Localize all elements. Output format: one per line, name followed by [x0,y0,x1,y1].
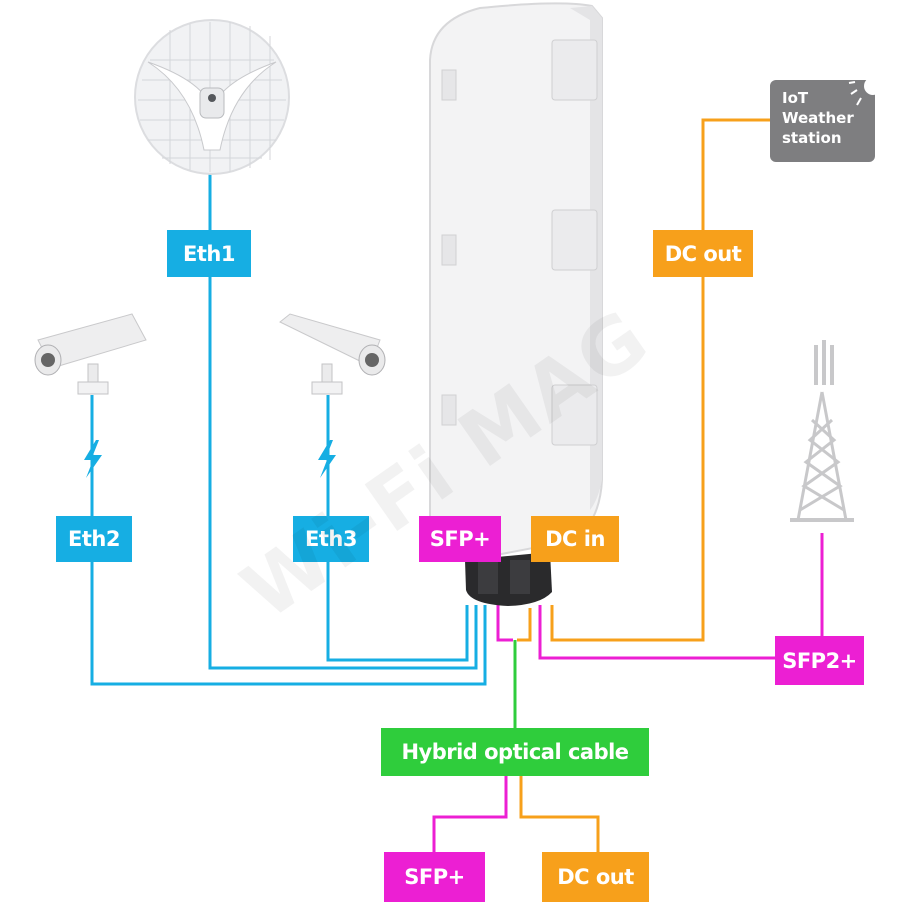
dc-out-bottom-line [519,775,600,852]
dc-out-bottom-label: DC out [542,852,649,902]
iot-line-3: station [782,129,842,147]
sfp-bottom-label: SFP+ [384,852,485,902]
camera-icon-left [34,313,147,395]
sfp-bottom-line [432,775,508,852]
iot-line-2: Weather [782,109,854,127]
dc-in-to-hybrid-line [517,608,532,642]
dish-antenna-icon [134,19,290,175]
sfp2-to-device-line [538,605,776,660]
dc-lines [517,118,770,852]
eth1-line [208,172,478,670]
sfp-lines [432,533,824,852]
dc-out-top-line [550,118,770,642]
sfp-device-line [496,605,513,642]
dc-in-label: DC in [531,516,619,562]
eth2-label: Eth2 [56,516,132,562]
sun-icon [848,80,875,106]
camera-icon-right [279,313,386,395]
cell-tower-icon [790,340,854,522]
iot-line-1: IoT [782,89,809,107]
eth1-label: Eth1 [167,230,251,277]
eth3-label: Eth3 [293,516,369,562]
ethernet-lines [90,172,487,686]
hybrid-cable-label: Hybrid optical cable [381,728,649,776]
sfp-device-label: SFP+ [419,516,501,562]
iot-weather-station: IoT Weather station [770,80,875,162]
power-bolt-icon-right [318,440,336,478]
sfp2-label: SFP2+ [775,636,864,685]
power-bolt-icon-left [84,440,102,478]
dc-out-top-label: DC out [653,230,753,277]
